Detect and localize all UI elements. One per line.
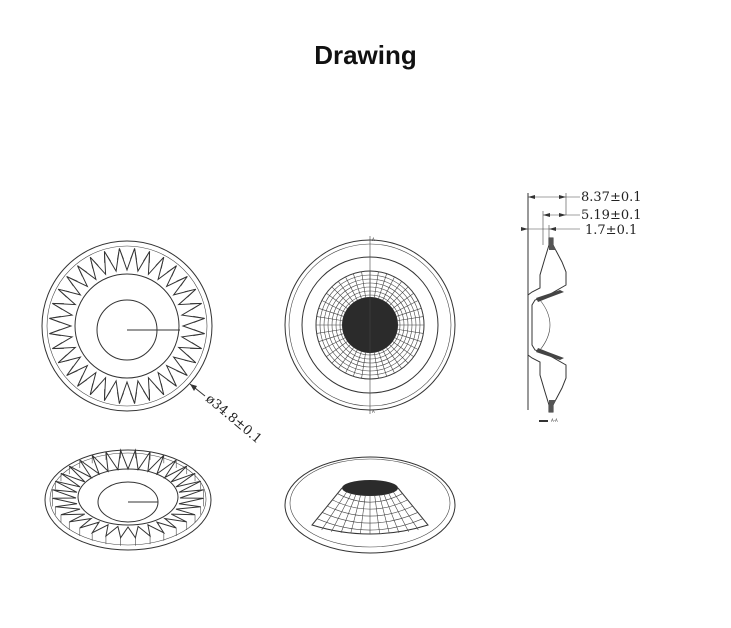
perspective-view-serrated (44, 448, 212, 551)
cut-mark-top: A (372, 237, 375, 242)
section-view: 8.37±0.1 5.19±0.1 1.7±0.1 A-A (521, 190, 642, 423)
cone-mesh-line (311, 487, 343, 526)
mesh-spoke (338, 281, 354, 303)
tooth-outline (52, 448, 204, 540)
perspective-outer-rim (44, 449, 212, 551)
mesh-spoke (345, 276, 358, 301)
dim-arrow-mid-right (559, 213, 566, 217)
mesh-spoke (374, 271, 379, 298)
cone-mesh-line (393, 491, 419, 531)
dim-arrow-base-left (521, 227, 528, 231)
mesh-spoke (394, 337, 419, 350)
mesh-spoke (321, 300, 346, 313)
cone-mesh-line (379, 494, 390, 534)
mesh-spoke (361, 271, 366, 298)
section-hatch-top (549, 238, 556, 250)
page-title: Drawing (314, 40, 417, 70)
tooth-outline (49, 248, 205, 404)
mesh-spoke (392, 293, 414, 309)
mesh-spoke (353, 273, 362, 299)
cone-mesh-line (397, 487, 429, 526)
section-hatch-bottom (549, 400, 556, 412)
serrated-teeth (49, 248, 205, 404)
mesh-spoke (338, 347, 354, 369)
section-hatch-upper (536, 290, 564, 302)
cone-mesh-line (350, 494, 361, 534)
cone-mesh-line (374, 495, 380, 534)
mesh-spoke (394, 300, 419, 313)
dim-mid: 5.19±0.1 (581, 208, 642, 223)
mesh-spoke (386, 347, 402, 369)
mesh-spoke (389, 286, 409, 306)
mesh-spoke (353, 351, 362, 377)
section-profile-outline (527, 237, 567, 413)
cut-mark-bottom: A (372, 409, 375, 414)
diameter-dimension: ø34.8±0.1 (202, 392, 264, 447)
mesh-spoke (374, 352, 379, 379)
mesh-spoke (345, 349, 358, 374)
dim-arrow-base-right (549, 227, 556, 231)
mesh-spoke (397, 329, 424, 334)
mesh-spoke (389, 344, 409, 364)
mesh-spoke (331, 286, 351, 306)
mesh-persp-outer (284, 456, 456, 554)
mesh-spoke (321, 337, 346, 350)
mesh-persp-outer-inner (289, 458, 451, 548)
mesh-spoke (386, 281, 402, 303)
mesh-spoke (392, 341, 414, 357)
outer-rim (41, 240, 213, 412)
perspective-inner-ring (77, 468, 179, 526)
perspective-teeth (52, 448, 204, 546)
section-mesh-curve (539, 299, 551, 351)
dim-base: 1.7±0.1 (585, 223, 637, 238)
front-view-mesh: A A (284, 236, 456, 414)
cone-mesh-line (388, 493, 409, 532)
cone-mesh-line (360, 495, 366, 534)
cone-mesh-line (383, 494, 400, 533)
mesh-spoke (316, 329, 343, 334)
mesh-spoke (326, 293, 348, 309)
perspective-outer-inner (49, 452, 207, 546)
mesh-spoke (378, 351, 387, 377)
mesh-spoke (396, 333, 422, 342)
section-hatch-lower (536, 348, 564, 360)
mesh-spoke (326, 341, 348, 357)
section-label: A-A (551, 418, 558, 423)
front-view-serrated: ø34.8±0.1 (41, 240, 264, 447)
mesh-spoke (382, 349, 395, 374)
mesh-spoke (331, 344, 351, 364)
mesh-perspective-cone (311, 480, 429, 535)
outer-rim-inner (46, 245, 208, 407)
dim-arrow-overall-left (528, 195, 535, 199)
dimension-arrow (190, 384, 197, 391)
mesh-spoke (316, 316, 343, 321)
perspective-view-mesh (284, 456, 456, 554)
mesh-spoke (382, 276, 395, 301)
mesh-spoke (318, 308, 344, 317)
dim-arrow-overall-right (559, 195, 566, 199)
cone-mesh-line (340, 494, 357, 533)
mesh-spoke (397, 316, 424, 321)
mesh-spoke (361, 352, 366, 379)
cone-mesh-line (321, 491, 347, 531)
dim-arrow-mid-left (543, 213, 550, 217)
dim-overall: 8.37±0.1 (581, 190, 642, 205)
inner-ring (74, 273, 180, 379)
cone-mesh-line (331, 493, 352, 532)
mesh-spoke (396, 308, 422, 317)
cone-top-opening (342, 480, 398, 496)
mesh-spoke (318, 333, 344, 342)
mesh-grid (315, 270, 425, 380)
mesh-spoke (378, 273, 387, 299)
